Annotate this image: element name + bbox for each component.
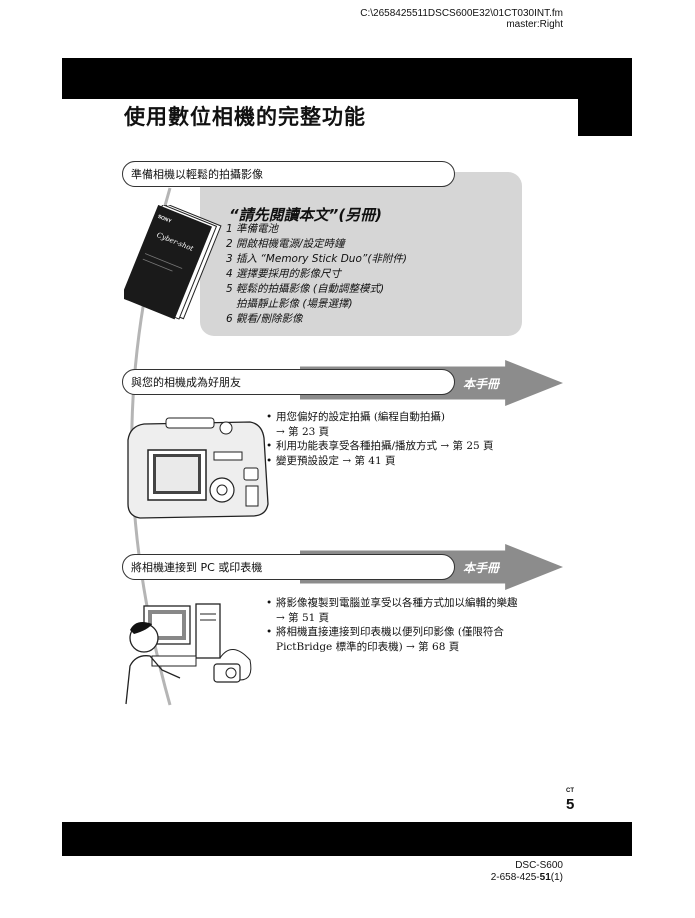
page-reference: → 第 23 頁 xyxy=(276,425,330,438)
booklet-brand: SONY xyxy=(157,214,173,225)
bullet-item: 用您偏好的設定拍攝 (編程自動拍攝) → 第 23 頁 xyxy=(266,410,546,439)
page-title: 使用數位相機的完整功能 xyxy=(124,105,366,129)
pc-user-illustration xyxy=(122,600,272,708)
bullet-item: 利用功能表享受各種拍攝/播放方式 → 第 25 頁 xyxy=(266,439,546,454)
bullet-text: 將影像複製到電腦並享受以各種方式加以編輯的樂趣 xyxy=(276,597,518,609)
camera-feature-list: 用您偏好的設定拍攝 (編程自動拍攝) → 第 23 頁 利用功能表享受各種拍攝/… xyxy=(266,410,546,468)
bullet-text: 利用功能表享受各種拍攝/播放方式 → 第 25 頁 xyxy=(276,440,494,452)
bottom-banner xyxy=(62,822,632,856)
top-banner xyxy=(62,58,632,99)
step-item: 3 插入 “Memory Stick Duo”(非附件) xyxy=(226,253,408,265)
file-path: C:\2658425511DSCS600E32\01CT030INT.fm xyxy=(360,8,563,19)
camera-illustration xyxy=(122,412,272,524)
booklet-illustration: SONY Cyber-shot xyxy=(120,203,224,320)
part-suffix: (1) xyxy=(550,872,563,883)
step-item: 2 開啟相機電源/設定時鐘 xyxy=(226,238,345,250)
bullet-item: 將相機直接連接到印表機以便列印影像 (僅限符合 PictBridge 標準的印表… xyxy=(266,625,550,654)
connect-feature-list: 將影像複製到電腦並享受以各種方式加以編輯的樂趣 → 第 51 頁 將相機直接連接… xyxy=(266,596,550,654)
bullet-item: 將影像複製到電腦並享受以各種方式加以編輯的樂趣 → 第 51 頁 xyxy=(266,596,550,625)
part-number: 2-658-425-51(1) xyxy=(491,872,563,883)
step-item: 拍攝靜止影像 (場景選擇) xyxy=(226,298,353,310)
bullet-item: 變更預設設定 → 第 41 頁 xyxy=(266,454,546,469)
quick-start-panel xyxy=(200,172,522,336)
model-number: DSC-S600 xyxy=(515,860,563,871)
section-pill-prepare: 準備相機以輕鬆的拍攝影像 xyxy=(122,161,455,187)
page-reference: → 第 51 頁 xyxy=(276,611,330,624)
this-manual-label: 本手冊 xyxy=(463,377,500,391)
step-item: 4 選擇要採用的影像尺寸 xyxy=(226,268,342,280)
read-this-first-title: “請先閱讀本文”(另冊) xyxy=(229,206,383,224)
part-bold: 51 xyxy=(539,872,551,883)
side-tab xyxy=(578,99,632,136)
step-item: 6 觀看/刪除影像 xyxy=(226,313,303,325)
this-manual-label: 本手冊 xyxy=(463,561,500,575)
master-label: master:Right xyxy=(506,19,563,30)
step-item: 1 準備電池 xyxy=(226,223,279,235)
quick-start-steps: 1 準備電池 2 開啟相機電源/設定時鐘 3 插入 “Memory Stick … xyxy=(226,222,407,327)
bullet-text: 用您偏好的設定拍攝 (編程自動拍攝) xyxy=(276,411,446,423)
bullet-text: 將相機直接連接到印表機以便列印影像 (僅限符合 PictBridge 標準的印表… xyxy=(276,626,504,653)
language-code: CT xyxy=(566,788,574,794)
page-number: 5 xyxy=(566,796,575,813)
section-pill-connect: 將相機連接到 PC 或印表機 xyxy=(122,554,455,580)
part-prefix: 2-658-425- xyxy=(490,872,540,883)
section-pill-camera: 與您的相機成為好朋友 xyxy=(122,369,455,395)
bullet-text: 變更預設設定 → 第 41 頁 xyxy=(276,454,396,467)
step-item: 5 輕鬆的拍攝影像 (自動調整模式) xyxy=(226,283,385,295)
